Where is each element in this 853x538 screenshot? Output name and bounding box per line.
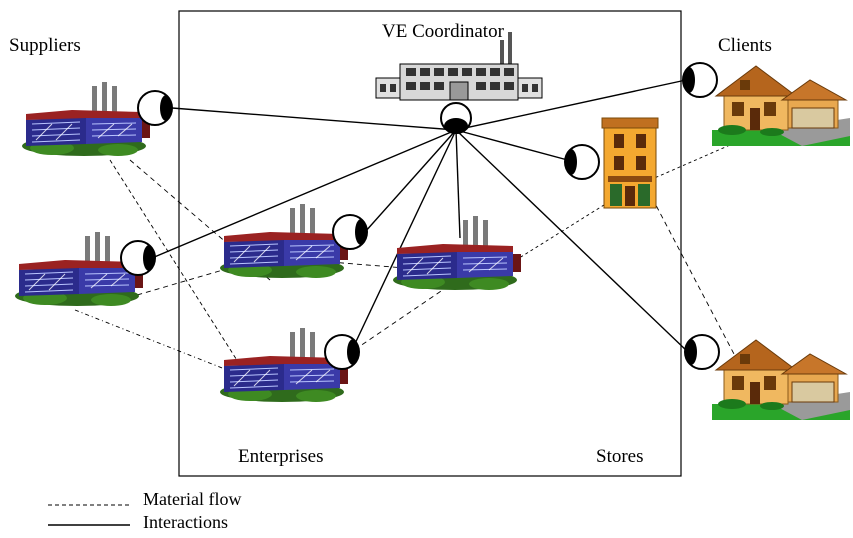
legend-material-flow-label: Material flow bbox=[143, 489, 241, 509]
interaction-line bbox=[455, 129, 576, 163]
eye-icon bbox=[332, 214, 368, 250]
material-flow-line bbox=[119, 264, 241, 301]
eye-icon bbox=[564, 144, 600, 180]
coordinator-label: VE Coordinator bbox=[382, 21, 505, 42]
eye-icon bbox=[682, 62, 718, 98]
material-flow-line bbox=[649, 144, 731, 181]
material-flow-line bbox=[74, 309, 241, 376]
enterprise-factory-3 bbox=[219, 327, 349, 403]
suppliers-label: Suppliers bbox=[9, 35, 81, 56]
store-building bbox=[601, 117, 659, 209]
legend: Material flow Interactions bbox=[48, 489, 241, 532]
coordinator-building bbox=[375, 32, 543, 101]
eye-icon bbox=[120, 240, 156, 276]
ve-boundary-box bbox=[178, 10, 682, 477]
enterprises-label: Enterprises bbox=[238, 446, 323, 467]
material-flow-line bbox=[109, 159, 241, 366]
eye-icon bbox=[684, 334, 720, 370]
interaction-lines bbox=[151, 79, 689, 353]
clients-label: Clients bbox=[718, 35, 772, 56]
interaction-line bbox=[351, 129, 457, 351]
interaction-line bbox=[151, 129, 457, 259]
supplier-factory-1 bbox=[21, 81, 151, 157]
client-house-1 bbox=[711, 65, 851, 147]
interaction-line bbox=[455, 129, 461, 239]
interaction-line bbox=[171, 107, 457, 131]
stores-label: Stores bbox=[596, 446, 644, 467]
enterprise-factory-2 bbox=[392, 215, 522, 291]
coordinator-eye-icon bbox=[444, 118, 468, 134]
legend-interactions-label: Interactions bbox=[143, 512, 228, 532]
material-flow-line bbox=[647, 189, 746, 376]
eye-icon bbox=[324, 334, 360, 370]
eye-icon bbox=[137, 90, 173, 126]
interaction-line bbox=[455, 129, 689, 353]
interaction-line bbox=[455, 79, 687, 131]
coordinator-eye-ring bbox=[440, 102, 472, 134]
enterprise-factory-1 bbox=[219, 203, 349, 279]
interaction-line bbox=[364, 129, 457, 233]
